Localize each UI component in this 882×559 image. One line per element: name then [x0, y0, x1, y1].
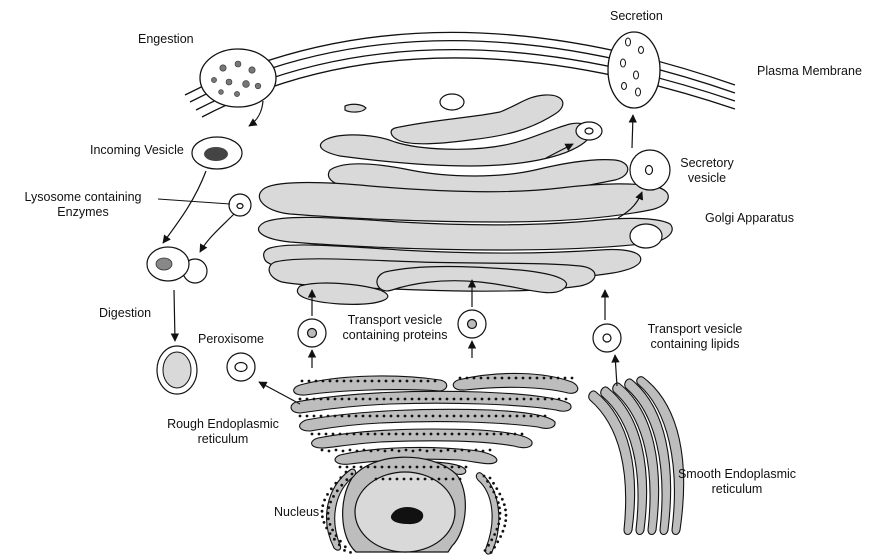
label-smooth-er: Smooth Endoplasmic reticulum — [672, 467, 802, 497]
incoming-vesicle — [192, 137, 242, 169]
label-secretion: Secretion — [610, 9, 663, 24]
engestion-vesicle — [200, 49, 276, 107]
label-golgi-apparatus: Golgi Apparatus — [705, 211, 794, 226]
label-transport-lipids-line1: Transport vesicle — [630, 322, 760, 337]
label-ser-line1: Smooth Endoplasmic — [672, 467, 802, 482]
label-lysosome-line1: Lysosome containing — [8, 190, 158, 205]
label-nucleus: Nucleus — [274, 505, 319, 520]
label-plasma-membrane: Plasma Membrane — [757, 64, 862, 79]
golgi-apparatus — [258, 95, 672, 304]
transport-vesicle-proteins-right — [458, 310, 486, 338]
peroxisome — [227, 353, 255, 381]
label-rough-er: Rough Endoplasmic reticulum — [158, 417, 288, 447]
label-incoming-vesicle: Incoming Vesicle — [90, 143, 184, 158]
label-engestion: Engestion — [138, 32, 194, 47]
rough-endoplasmic-reticulum — [291, 373, 578, 476]
nucleus — [343, 457, 466, 552]
label-peroxisome: Peroxisome — [198, 332, 264, 347]
digestion-vesicle — [147, 247, 207, 283]
label-secretory-line2: vesicle — [672, 171, 742, 186]
label-rer-line2: reticulum — [158, 432, 288, 447]
label-ser-line2: reticulum — [672, 482, 802, 497]
secretory-vesicle — [630, 150, 670, 190]
label-lysosome-line2: Enzymes — [8, 205, 158, 220]
lysosome — [229, 194, 251, 216]
transport-vesicle-lipids — [593, 324, 621, 352]
transport-vesicle-proteins-left — [298, 319, 326, 347]
lysosome-leader-line — [158, 199, 230, 204]
label-transport-proteins-line1: Transport vesicle — [330, 313, 460, 328]
label-secretory-vesicle: Secretory vesicle — [672, 156, 742, 186]
residual-body — [157, 346, 197, 394]
label-transport-lipids: Transport vesicle containing lipids — [630, 322, 760, 352]
label-lysosome: Lysosome containing Enzymes — [8, 190, 158, 220]
rer-right-arc — [476, 473, 499, 554]
label-transport-proteins: Transport vesicle containing proteins — [330, 313, 460, 343]
label-digestion: Digestion — [99, 306, 151, 321]
smooth-endoplasmic-reticulum — [589, 377, 684, 535]
label-rer-line1: Rough Endoplasmic — [158, 417, 288, 432]
secretion-vesicle — [608, 32, 660, 108]
label-transport-proteins-line2: containing proteins — [330, 328, 460, 343]
label-transport-lipids-line2: containing lipids — [630, 337, 760, 352]
label-secretory-line1: Secretory — [672, 156, 742, 171]
